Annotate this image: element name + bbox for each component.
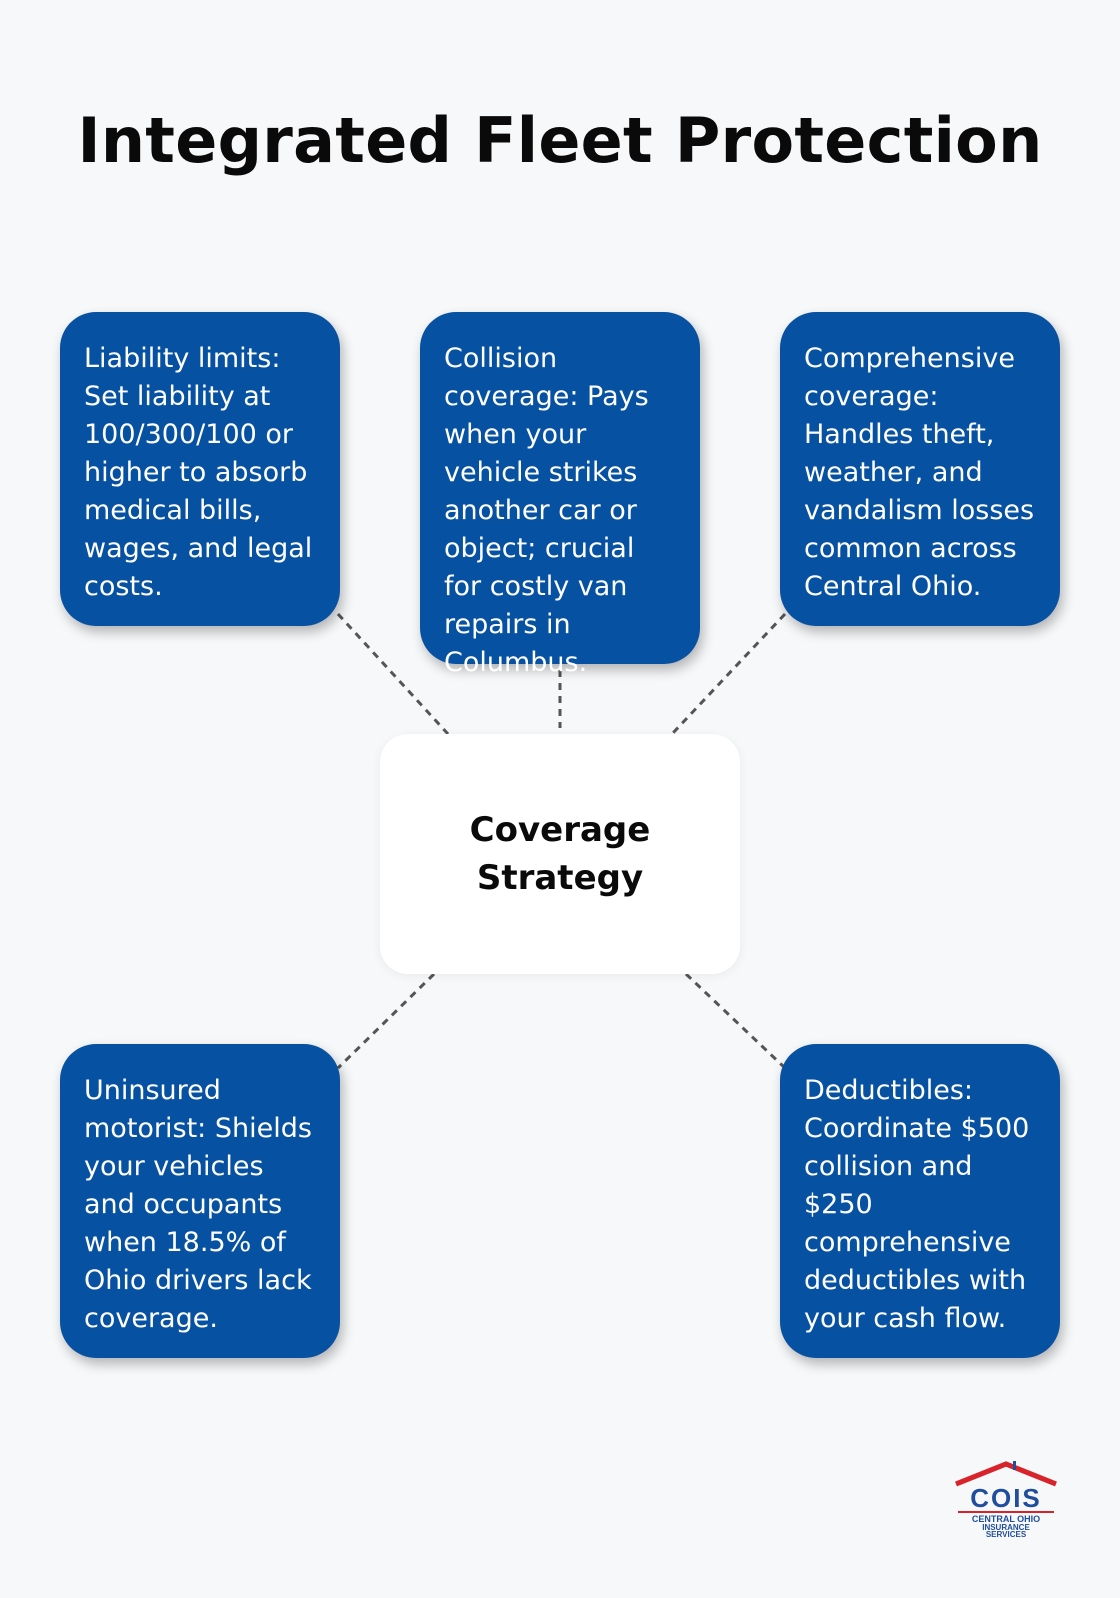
connector-liability xyxy=(336,612,450,736)
node-deductibles-text: Deductibles: Coordinate $500 collision a… xyxy=(804,1075,1030,1334)
page-title: Integrated Fleet Protection xyxy=(77,104,1043,177)
logo-line3: SERVICES xyxy=(986,1530,1027,1538)
connector-deductibles xyxy=(684,972,787,1070)
node-liability: Liability limits: Set liability at 100/3… xyxy=(60,312,340,626)
logo-line2: INSURANCE xyxy=(982,1523,1030,1532)
logo-roof-icon xyxy=(955,1461,1057,1487)
node-collision-text: Collision coverage: Pays when your vehic… xyxy=(444,343,649,678)
node-uninsured: Uninsured motorist: Shields your vehicle… xyxy=(60,1044,340,1358)
logo-name: COIS xyxy=(970,1483,1042,1513)
cois-logo: COIS CENTRAL OHIO INSURANCE SERVICES xyxy=(955,1461,1057,1538)
node-comprehensive-text: Comprehensive coverage: Handles theft, w… xyxy=(804,343,1035,602)
center-node-label: Coverage Strategy xyxy=(469,810,651,898)
connector-uninsured xyxy=(336,972,436,1070)
logo-line1: CENTRAL OHIO xyxy=(972,1514,1040,1524)
node-liability-text: Liability limits: Set liability at 100/3… xyxy=(84,343,313,602)
node-deductibles: Deductibles: Coordinate $500 collision a… xyxy=(780,1044,1060,1358)
node-collision: Collision coverage: Pays when your vehic… xyxy=(420,312,700,678)
node-uninsured-text: Uninsured motorist: Shields your vehicle… xyxy=(84,1075,312,1334)
node-comprehensive: Comprehensive coverage: Handles theft, w… xyxy=(780,312,1060,626)
connector-comprehensive xyxy=(670,612,787,736)
center-node: Coverage Strategy xyxy=(380,734,740,974)
